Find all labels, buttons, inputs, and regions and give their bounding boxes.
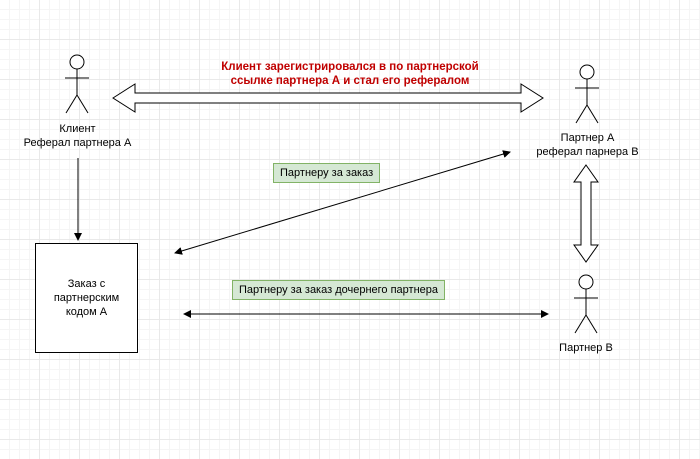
- order-box-line-3: кодом А: [65, 306, 108, 318]
- headline-line-2: ссылке партнера А и стал его рефералом: [230, 75, 470, 87]
- order-partner-a-arrow: [174, 150, 511, 255]
- order-box-line-1: Заказ с: [67, 278, 106, 290]
- partner-a-partner-b-double-arrow: [573, 164, 599, 263]
- partner-a-label-line-2: реферал парнера В: [536, 146, 639, 158]
- partner-b-actor-icon: [574, 274, 598, 334]
- partner-a-label-line-1: Партнер А: [560, 132, 615, 144]
- client-label-line-2: Реферал партнера А: [23, 137, 132, 149]
- child-order-reward-label: Партнеру за заказ дочернего партнера: [232, 280, 446, 300]
- headline-text: Клиент зарегистрировался в по партнерско…: [150, 60, 550, 88]
- partner-a-actor-icon: [575, 64, 599, 124]
- order-reward-label: Партнеру за заказ: [273, 163, 381, 183]
- client-label: Клиент Реферал партнера А: [10, 122, 145, 150]
- partner-a-label: Партнер А реферал парнера В: [520, 131, 655, 159]
- client-label-line-1: Клиент: [59, 123, 96, 135]
- client-partner-a-double-arrow: [112, 83, 544, 113]
- order-box-line-2: партнерским: [53, 292, 120, 304]
- client-actor-icon: [65, 54, 89, 114]
- partner-b-label: Партнер В: [536, 341, 636, 355]
- order-box: Заказ с партнерским кодом А: [35, 243, 138, 353]
- partner-b-label-line-1: Партнер В: [559, 342, 613, 354]
- headline-line-1: Клиент зарегистрировался в по партнерско…: [221, 61, 479, 73]
